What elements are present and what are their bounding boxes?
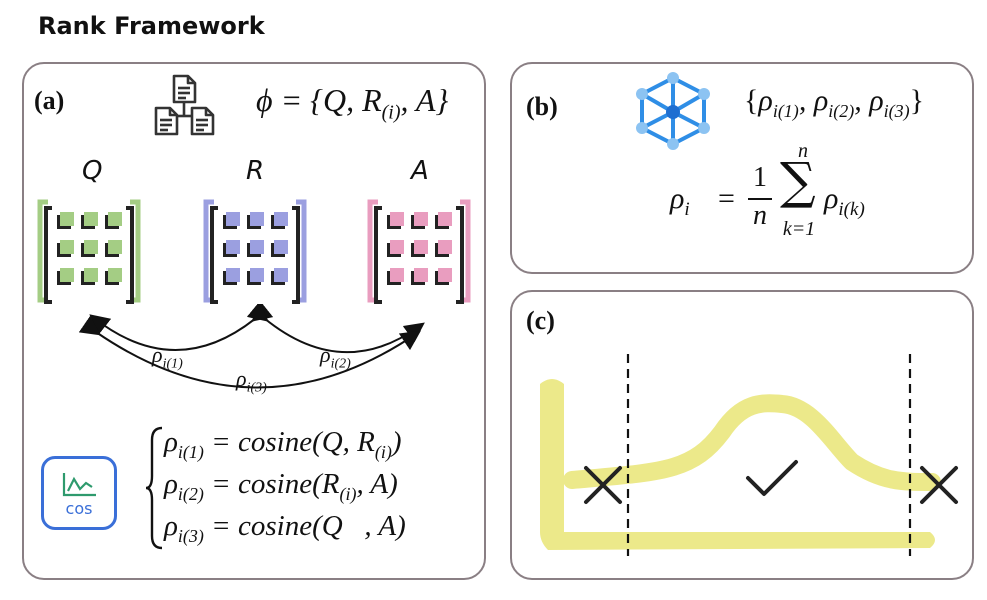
matrix-cell [438, 240, 452, 254]
mean-formula: ρi = 1 n n ∑ k=1 ρi(k) [670, 140, 865, 240]
matrix-cell [390, 240, 404, 254]
page-title: Rank Framework [38, 12, 265, 40]
matrix-cell [84, 212, 98, 226]
panel-b-label: (b) [526, 92, 558, 121]
matrix-cell [414, 268, 428, 282]
matrix-cell [108, 240, 122, 254]
equation-2: ρi(2) = cosine(R(i), A) [164, 468, 398, 504]
cross-icon-left [584, 466, 622, 504]
matrix-cell [274, 212, 288, 226]
arrow-label-2: ρi(2) [320, 342, 351, 372]
matrix-cell [390, 268, 404, 282]
matrix-cell [414, 240, 428, 254]
documents-icon [154, 74, 215, 136]
matrix-cell [274, 268, 288, 282]
panel-a-label: (a) [34, 86, 65, 115]
matrix-cell [390, 212, 404, 226]
phi-sub: (i) [381, 101, 401, 124]
line-chart-icon [62, 473, 96, 497]
matrix-r [203, 199, 307, 304]
check-icon [746, 460, 798, 496]
arrow-label-3: ρi(3) [236, 366, 267, 396]
cross-icon-right [920, 466, 958, 504]
similarity-arrows [78, 304, 425, 389]
phi-lhs: ϕ = {Q, R [256, 82, 382, 118]
matrix-label-a: A [411, 156, 429, 186]
equation-1: ρi(1) = cosine(Q, R(i)) [164, 426, 402, 462]
matrix-cell [84, 240, 98, 254]
cos-icon-label: cos [65, 499, 93, 518]
matrix-cell [414, 212, 428, 226]
network-icon [636, 72, 710, 150]
equation-3: ρi(3) = cosine(Q , A) [164, 510, 406, 546]
cos-icon: cos [41, 456, 117, 530]
matrix-cell [108, 268, 122, 282]
matrix-a [367, 199, 471, 304]
matrix-label-r: R [246, 156, 265, 186]
matrix-cell [274, 240, 288, 254]
rho-set: {ρi(1), ρi(2), ρi(3)} [744, 84, 925, 121]
matrix-cell [226, 240, 240, 254]
panel-c: (c) [510, 290, 974, 580]
matrix-cell [438, 268, 452, 282]
phi-rhs: , A} [400, 82, 449, 118]
phi-formula: ϕ = {Q, R(i), A} [256, 82, 448, 124]
matrix-cell [60, 212, 74, 226]
matrix-label-q: Q [82, 156, 103, 186]
matrix-cell [226, 212, 240, 226]
matrix-cell [250, 212, 264, 226]
matrix-cell [226, 268, 240, 282]
panel-b: (b) {ρi(1), ρi(2), ρi(3)} ρi = 1 n n ∑ k… [510, 62, 974, 274]
matrix-cell [438, 212, 452, 226]
matrix-cell [60, 268, 74, 282]
distribution-filter-plot [540, 354, 958, 556]
matrices [37, 199, 471, 304]
matrix-cell [250, 240, 264, 254]
matrix-cell [250, 268, 264, 282]
matrix-q [37, 199, 141, 304]
matrix-cell [84, 268, 98, 282]
arrow-label-1: ρi(1) [152, 342, 183, 372]
equation-brace [145, 426, 163, 550]
matrix-cell [60, 240, 74, 254]
panel-c-label: (c) [526, 306, 555, 335]
matrix-cell [108, 212, 122, 226]
panel-a: (a) ϕ = {Q, R(i), A} Q R A [22, 62, 486, 580]
